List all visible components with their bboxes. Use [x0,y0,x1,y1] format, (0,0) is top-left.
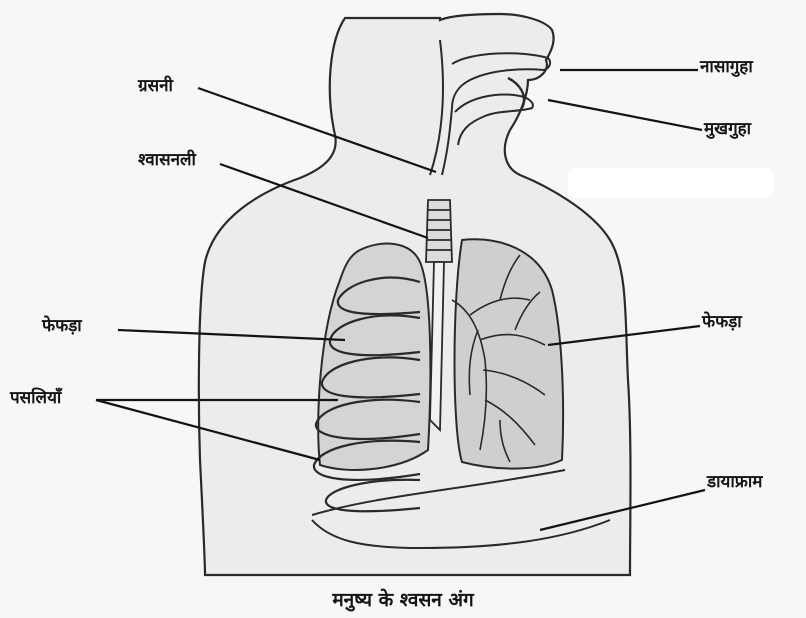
blank-label-box [568,168,774,198]
label-lung-right: फेफड़ा [702,314,742,331]
label-pharynx: ग्रसनी [138,78,173,95]
label-ribs: पसलियाँ [10,390,61,407]
label-nasal-cavity: नासागुहा [700,59,753,76]
label-lung-left: फेफड़ा [42,318,82,335]
label-trachea: श्वासनली [138,152,196,169]
label-diaphragm: डायाफ्राम [707,474,762,491]
label-oral-cavity: मुखगुहा [704,121,751,138]
oral-cavity-leader [548,100,702,130]
figure-caption: मनुष्य के श्वसन अंग [0,586,806,612]
